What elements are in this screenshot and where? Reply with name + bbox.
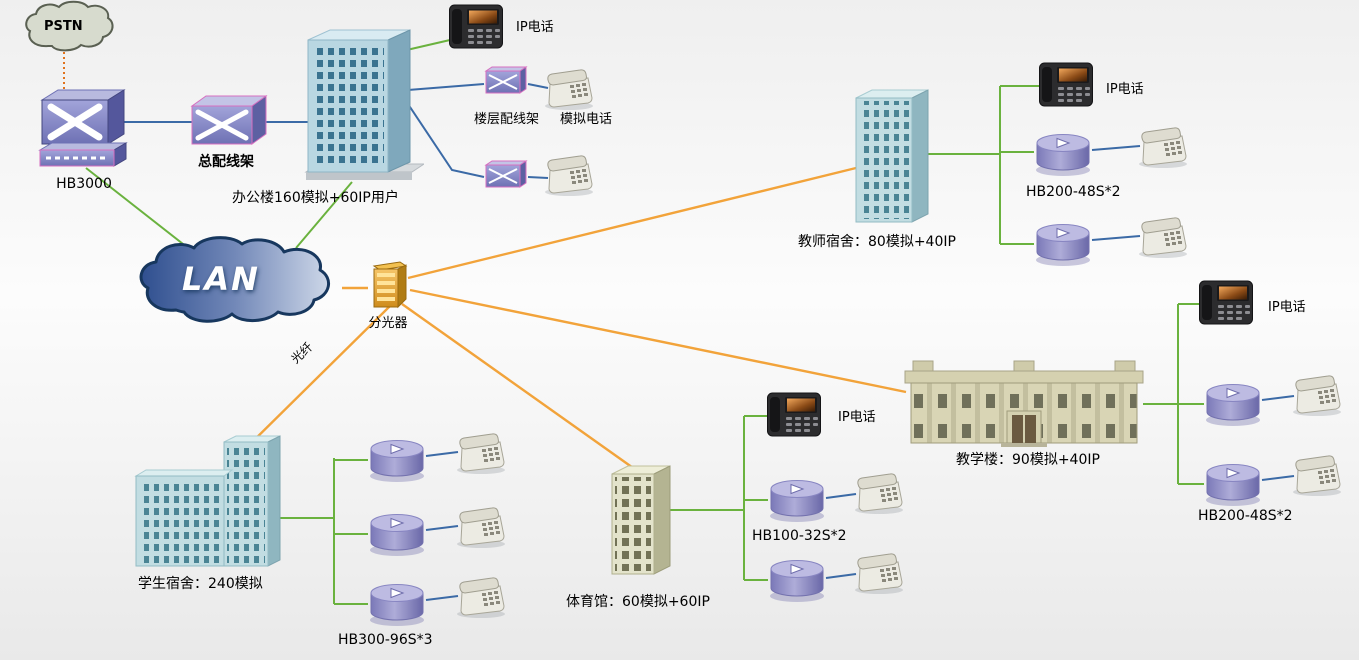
ip-phone-label-gym: IP电话 (838, 410, 876, 425)
gateway-icon-student-3 (366, 578, 430, 632)
gateway-icon-gym-1 (766, 474, 830, 528)
phone-icon-gym-1 (852, 472, 906, 518)
phone-icon-student-3 (454, 576, 508, 622)
lan-links (85, 39, 1204, 605)
gateway-icon-teaching-2 (1202, 458, 1266, 512)
mdf-icon (190, 95, 268, 145)
gateway-label-teaching: HB200-48S*2 (1198, 508, 1293, 524)
ip-phone-label-teaching: IP电话 (1268, 300, 1306, 315)
analog-phone-icon-1 (542, 68, 596, 114)
ip-phone-icon-gym (766, 390, 822, 442)
hb3000-label: HB3000 (56, 176, 112, 192)
ip-phone-label-office: IP电话 (516, 20, 554, 35)
teacher-dorm-label: 教师宿舍：80模拟+40IP (798, 234, 956, 250)
ip-phone-icon-teacher (1038, 60, 1094, 112)
hb3000-switch-icon (38, 89, 128, 167)
phone-icon-teaching-2 (1290, 454, 1344, 500)
gym-label: 体育馆：60模拟+60IP (566, 594, 710, 610)
floor-frame-label: 楼层配线架 (474, 112, 540, 127)
analog-phone-label: 模拟电话 (560, 112, 613, 127)
lan-label: LAN (182, 260, 260, 298)
gateway-label-gym: HB100-32S*2 (752, 528, 847, 544)
gateway-icon-teacher-1 (1032, 128, 1096, 182)
phone-icon-teacher-2 (1136, 216, 1190, 262)
pstn-label: PSTN (44, 19, 83, 34)
lan-cloud (139, 236, 330, 323)
ip-phone-label-teacher: IP电话 (1106, 82, 1144, 97)
gateway-label-student: HB300-96S*3 (338, 632, 433, 648)
floor-frame-icon-1 (480, 64, 528, 102)
student-dorm-building (134, 435, 281, 567)
analog-phone-icon-2 (542, 154, 596, 200)
voice-links (120, 83, 1295, 601)
pstn-cloud (25, 0, 114, 52)
phone-icon-gym-2 (852, 552, 906, 598)
floor-frame-icon-2 (480, 158, 528, 196)
office-building (304, 29, 424, 180)
splitter-label: 分光器 (368, 316, 408, 331)
gateway-icon-gym-2 (766, 554, 830, 608)
fiber-links (241, 166, 907, 471)
teaching-building-label: 教学楼：90模拟+40IP (956, 452, 1100, 468)
gateway-icon-teaching-1 (1202, 378, 1266, 432)
teacher-dorm-building (855, 89, 929, 223)
gym-building (611, 465, 671, 575)
phone-icon-student-1 (454, 432, 508, 478)
gateway-icon-teacher-2 (1032, 218, 1096, 272)
ip-phone-icon-teaching (1198, 278, 1254, 330)
phone-icon-student-2 (454, 506, 508, 552)
ip-phone-icon-office (448, 2, 504, 54)
gateway-icon-student-1 (366, 434, 430, 488)
phone-icon-teacher-1 (1136, 126, 1190, 172)
phone-icon-teaching-1 (1290, 374, 1344, 420)
student-dorm-label: 学生宿舍：240模拟 (138, 576, 263, 592)
office-label: 办公楼160模拟+60IP用户 (232, 190, 399, 206)
mdf-label: 总配线架 (198, 154, 254, 170)
splitter-icon (372, 261, 408, 309)
gateway-label-teacher: HB200-48S*2 (1026, 184, 1121, 200)
teaching-building (904, 360, 1144, 447)
gateway-icon-student-2 (366, 508, 430, 562)
